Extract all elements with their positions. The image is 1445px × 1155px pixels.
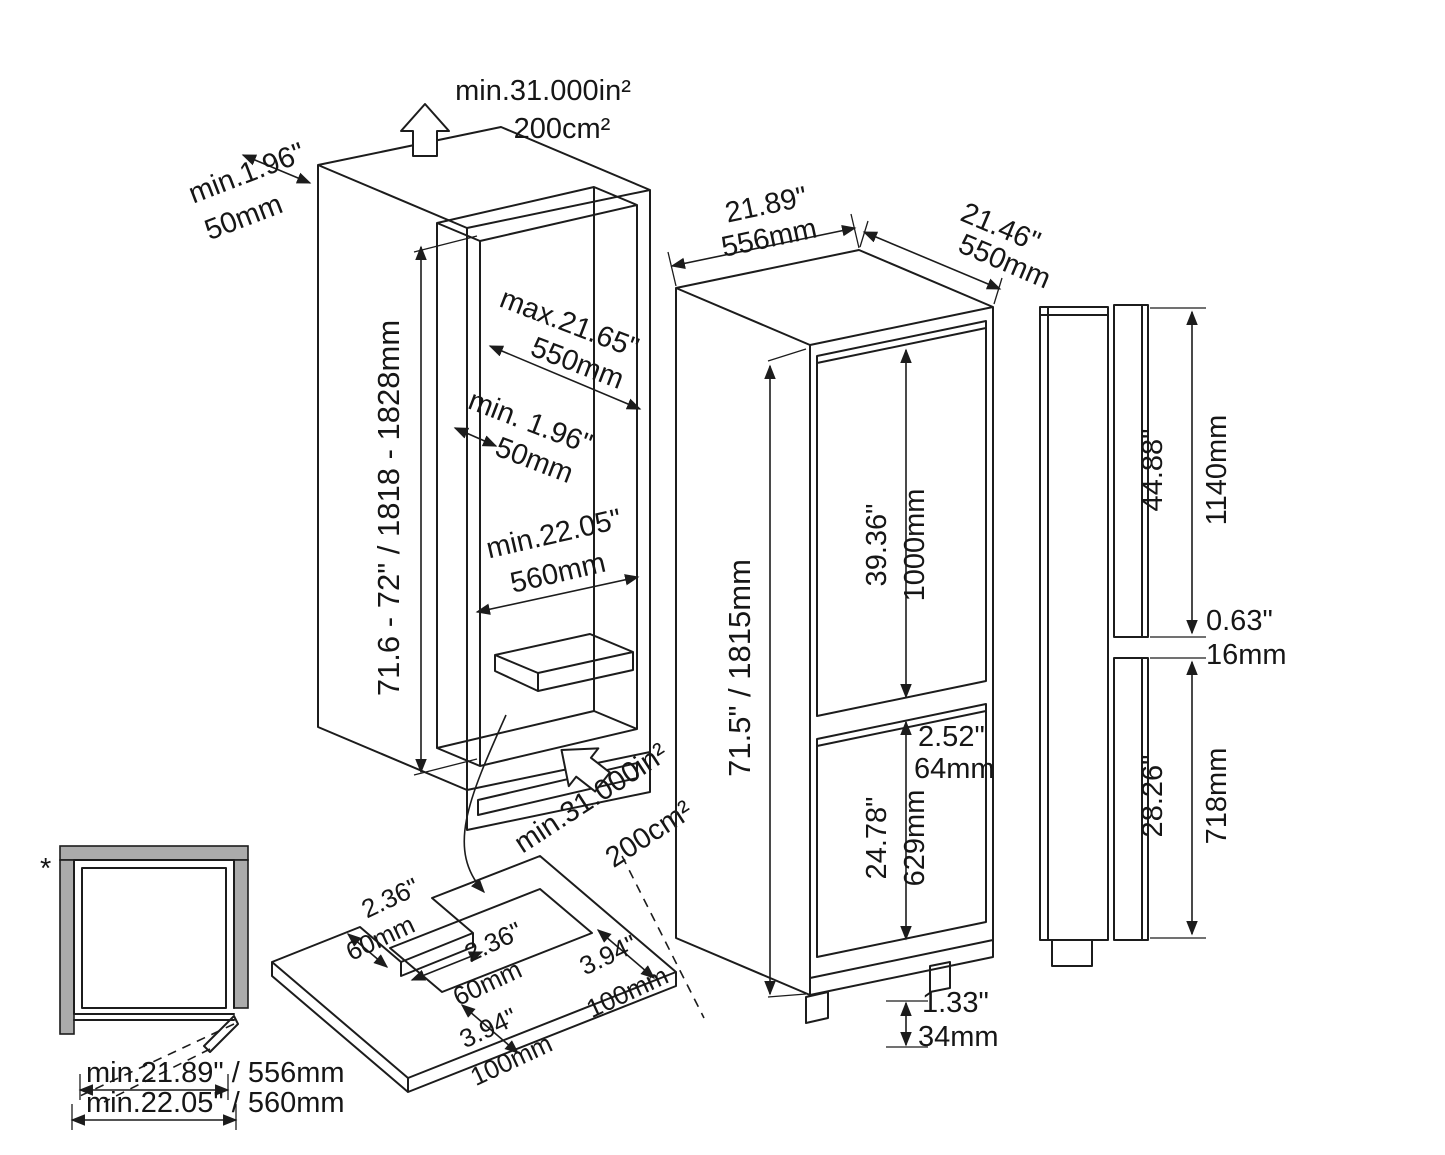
fridge-plinth-leader-dashed-line	[621, 855, 705, 1019]
fridge-upper-door-in-label: 39.36"	[861, 504, 893, 587]
top-view-left-wall	[59, 859, 75, 1035]
fridge-lower-door-mm-label: 629mm	[899, 790, 931, 887]
fridge-dimension-lines	[621, 213, 1003, 1048]
niche-drawing: min.31.000in² 200cm² min.1.96" 50mm max.…	[184, 75, 698, 874]
niche-width-dim-line	[475, 574, 640, 615]
top-view-niche-width-label: min.21.89" / 556mm	[86, 1057, 345, 1089]
top-vent-arrow-icon	[400, 103, 450, 157]
fridge-base-height-mm-label: 34mm	[918, 1021, 999, 1053]
fridge-door-gap-mm-label: 64mm	[914, 753, 995, 785]
plinth-notch-width-mm-label: 60mm	[448, 954, 526, 1012]
plinth-notch-width-dim-line	[410, 951, 484, 981]
niche-depth-dim-line	[488, 345, 642, 410]
plinth-outline	[271, 855, 677, 1093]
niche-rear-clearance-dim-line	[453, 427, 498, 447]
plinth-side-clearance-dim-line	[596, 929, 656, 979]
fridge-width-dim-line	[670, 224, 857, 270]
niche-outline	[317, 126, 651, 831]
door-panels-extension-ticks	[1150, 307, 1206, 939]
door-panels-outline	[1039, 304, 1149, 967]
niche-top-clearance-dim-line	[241, 154, 312, 184]
fridge-door-gap-in-label: 2.52"	[918, 721, 985, 753]
footnote-marker: *	[40, 853, 51, 885]
plinth-notch-depth-dim-line	[346, 933, 389, 968]
top-view-top-wall	[59, 845, 249, 861]
plinth-dimension-lines	[346, 714, 656, 1054]
niche-to-plinth-curved-arrow	[463, 714, 507, 894]
niche-height-range-label: 71.6 - 72" / 1818 - 1828mm	[371, 320, 406, 696]
plinth-front-clearance-dim-line	[460, 1004, 520, 1054]
upper-panel-mm-label: 1140mm	[1201, 415, 1233, 526]
top-view-right-wall	[233, 859, 249, 1009]
panel-gap-in-label: 0.63"	[1206, 605, 1273, 637]
lower-panel-in-label: 28.26"	[1137, 755, 1169, 838]
niche-top-vent-area-in-label: min.31.000in²	[455, 75, 631, 107]
upper-panel-in-label: 44.88"	[1137, 429, 1169, 512]
plinth-notch-width-in-label: 2.36"	[460, 916, 527, 968]
fridge-drawing: 21.89" 556mm 21.46" 550mm 71.5" / 1815mm…	[621, 181, 1055, 1053]
niche-top-vent-area-cm-label: 200cm²	[514, 113, 611, 145]
fridge-height-label: 71.5" / 1815mm	[722, 559, 757, 777]
fridge-base-height-in-label: 1.33"	[922, 987, 989, 1019]
lower-panel-mm-label: 718mm	[1201, 748, 1233, 845]
door-panels-dimension-lines	[1150, 307, 1206, 939]
top-view-drawing: * min.21.89" / 556mm min.22.05" / 560mm	[40, 845, 345, 1130]
niche-bottom-vent-area-cm-label: 200cm²	[600, 795, 699, 875]
fridge-lower-door-in-label: 24.78"	[861, 797, 893, 880]
panel-gap-mm-label: 16mm	[1206, 639, 1287, 671]
top-view-cabinet-outline	[73, 859, 239, 1053]
plinth-drawing: 2.36" 60mm 2.36" 60mm 3.94" 100mm 3.94" …	[271, 714, 677, 1093]
fridge-depth-dim-line	[862, 231, 1002, 290]
door-panels-drawing: 44.88" 1140mm 0.63" 16mm 28.26" 718mm	[1039, 304, 1287, 967]
fridge-upper-door-mm-label: 1000mm	[899, 489, 931, 602]
top-view-niche-width-outer-label: min.22.05" / 560mm	[86, 1087, 345, 1119]
top-view-dimension-lines	[70, 1074, 238, 1130]
niche-dimension-lines	[241, 154, 642, 776]
bottom-vent-arrow-icon	[560, 747, 611, 793]
